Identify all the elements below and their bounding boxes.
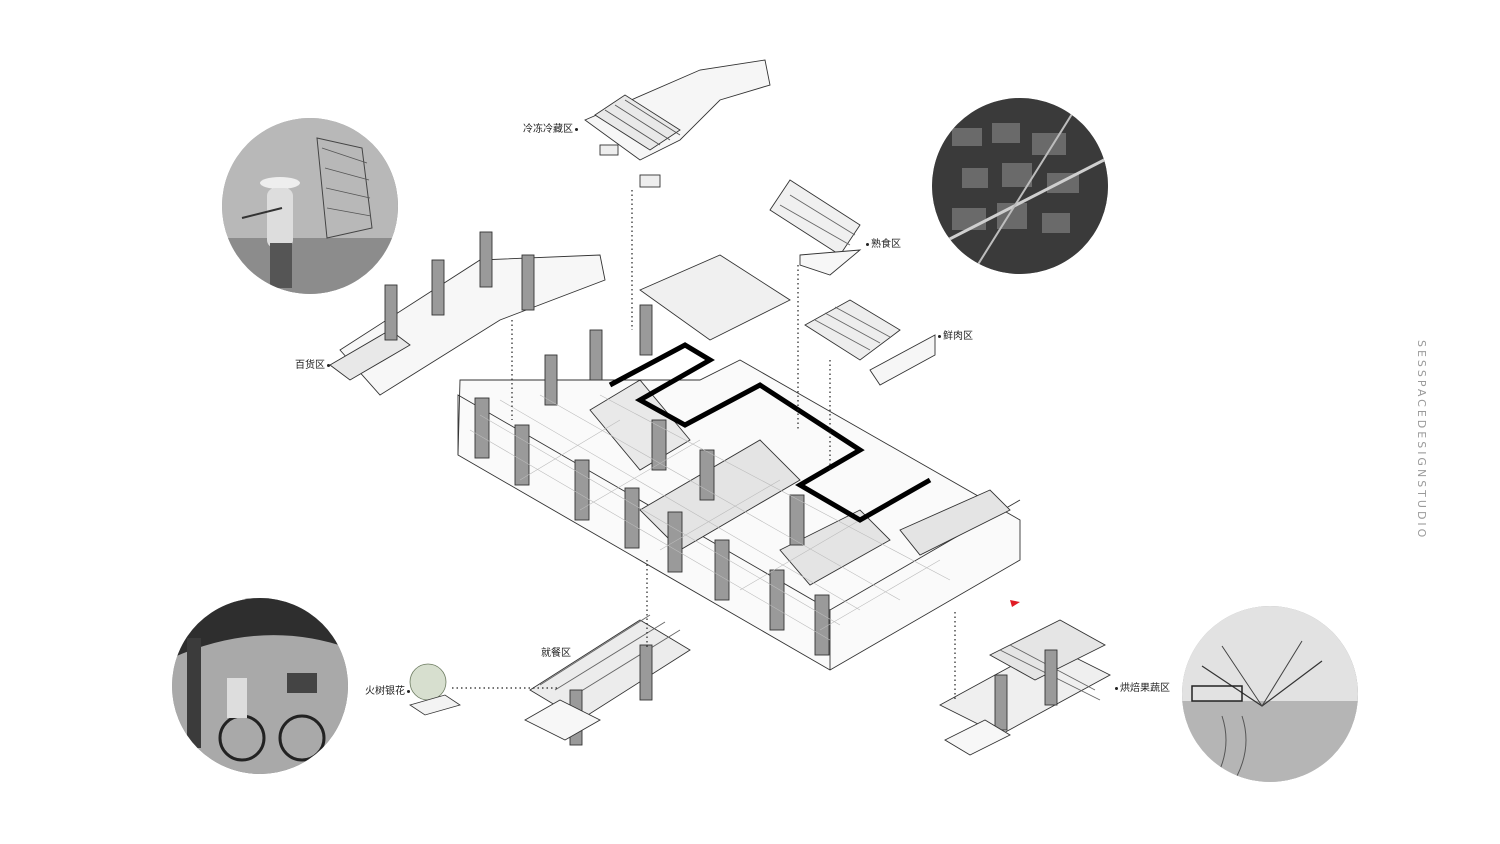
label-tree-flowers: 火树银花 <box>365 686 412 698</box>
label-cooked-food: 熟食区 <box>864 239 901 251</box>
label-bakery-fruit: 烘焙果蔬区 <box>1113 683 1170 695</box>
cooked-food-module <box>769 179 862 276</box>
bakery-fruit-module <box>939 619 1111 756</box>
label-dining: 就餐区 <box>541 648 571 659</box>
label-fresh-meat: 鲜肉区 <box>936 331 973 343</box>
bold-wall-path <box>608 342 932 523</box>
fresh-meat-module <box>804 299 936 386</box>
fisherman-photo <box>222 118 398 294</box>
brand-wordmark: SESSPACEDESIGNSTUDIO <box>1415 340 1428 541</box>
general-goods-module <box>329 231 606 396</box>
dining-module <box>524 614 691 746</box>
label-cold-storage: 冷冻冷藏区 <box>523 124 580 136</box>
bicycle-vendors-photo <box>172 598 348 774</box>
fishing-nets-photo <box>1182 606 1358 782</box>
town-aerial-photo <box>932 98 1108 274</box>
label-general-goods: 百货区 <box>295 360 332 372</box>
cold-storage-module <box>584 59 771 188</box>
red-flag-marker <box>1010 600 1020 607</box>
tree-module <box>409 663 461 716</box>
